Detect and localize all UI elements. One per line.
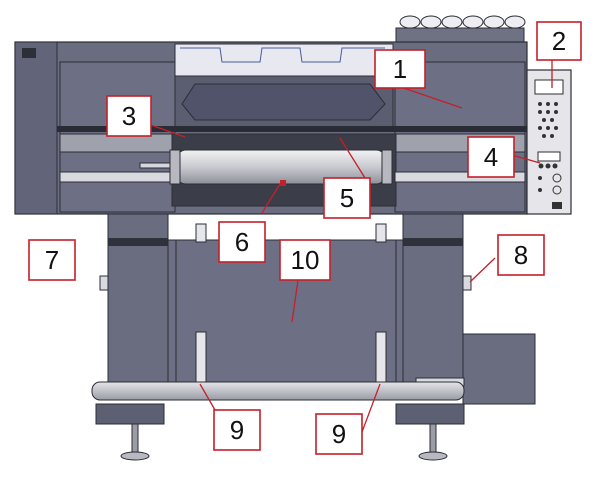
callout-3: 3 [106,95,152,137]
callout-label: 9 [332,419,346,449]
callout-9-right: 9 [315,413,363,455]
leader-9b [361,383,381,433]
callout-2: 2 [536,21,582,61]
callout-6: 6 [218,221,266,263]
leader-10 [291,279,299,323]
callout-7: 7 [28,239,76,281]
callout-8: 8 [497,234,545,276]
callout-label: 9 [230,415,244,445]
leader-8 [469,257,496,283]
printer-body [14,41,528,215]
leader-9a [199,383,216,411]
callout-9-left: 9 [213,409,261,451]
callout-4: 4 [467,136,515,178]
callout-label: 8 [514,240,528,270]
feed-roller [139,149,393,186]
callout-1: 1 [374,49,426,89]
callout-label: 3 [122,101,136,131]
callout-10: 10 [279,239,331,281]
leader-4 [511,154,541,164]
control-panel [526,69,572,215]
callout-label: 6 [235,227,249,257]
callout-5: 5 [323,177,371,219]
leader-3 [147,123,186,138]
callout-label: 4 [484,142,498,172]
callout-label: 5 [340,183,354,213]
callout-label: 1 [393,54,407,84]
callout-label: 2 [552,26,566,56]
callout-label: 10 [291,245,320,275]
leader-6 [261,183,281,214]
callout-label: 7 [45,245,59,275]
